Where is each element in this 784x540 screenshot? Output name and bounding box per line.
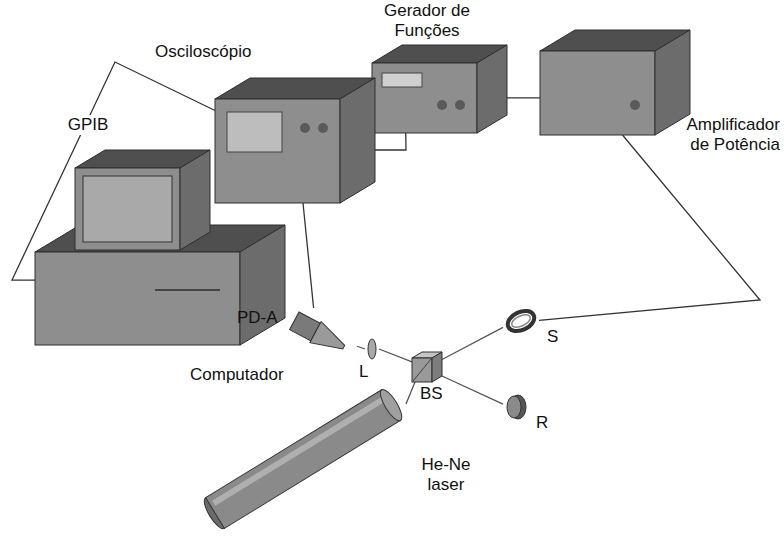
beam-splitter: BS	[412, 352, 442, 382]
box-front-face	[215, 99, 340, 203]
he-ne-laser-shape	[195, 385, 406, 535]
box-front-face	[412, 358, 432, 382]
oscilloscope-shape	[215, 78, 375, 203]
laser-highlight	[212, 397, 384, 506]
reference-mirror: R	[503, 393, 529, 421]
box-side-face	[477, 45, 507, 133]
display-window	[382, 73, 422, 87]
bus-label: GPIB	[65, 115, 112, 135]
lens-shape	[365, 338, 379, 360]
laser-beam	[379, 349, 412, 362]
box-front-face	[540, 51, 655, 135]
photodetector: PD-A	[295, 308, 357, 353]
box-side-face	[180, 150, 210, 250]
oscilloscope: Osciloscópio	[215, 78, 375, 203]
instrument-label: Osciloscópio	[155, 42, 251, 62]
box-side-face	[340, 78, 375, 203]
control-knob	[300, 123, 310, 133]
laser-beam	[442, 327, 503, 359]
beam-splitter-shape	[412, 352, 442, 382]
box-side-face	[655, 30, 690, 135]
function-generator: Gerador de Funções	[372, 45, 507, 133]
instrument-label: Computador	[190, 365, 284, 385]
power-amplifier: Amplificador de Potência	[540, 30, 690, 135]
component-label: BS	[420, 384, 443, 404]
mirror-face	[507, 396, 521, 418]
signal-cable	[375, 133, 406, 150]
detector-cable	[303, 203, 314, 308]
drive-cable	[539, 135, 760, 320]
signal-cable	[507, 97, 540, 98]
box-side-face	[432, 352, 442, 382]
control-knob	[455, 100, 465, 110]
scope-screen	[227, 112, 282, 152]
drive-slot	[155, 289, 220, 291]
laser-beam	[357, 346, 365, 349]
control-knob	[437, 100, 447, 110]
component-label: S	[547, 327, 558, 347]
instrument-label: Amplificador de Potência	[685, 115, 780, 154]
laser-tube	[206, 390, 401, 529]
box-front-face	[372, 63, 477, 133]
sample-ring	[505, 307, 538, 335]
lens-symbol	[368, 339, 376, 359]
power-amplifier-shape	[540, 30, 690, 135]
sample: S	[503, 305, 539, 337]
sample-shape	[503, 305, 539, 337]
laser-beam	[406, 382, 415, 404]
instrument-label: He-Ne laser	[415, 455, 477, 494]
box-front-face	[75, 168, 180, 250]
reference-mirror-shape	[503, 393, 529, 421]
component-label: L	[359, 362, 368, 382]
laser-front-cap	[377, 387, 406, 424]
box-front-face	[35, 252, 240, 345]
control-knob	[318, 123, 328, 133]
splitter-diagonal	[413, 359, 431, 381]
lens: L	[365, 338, 379, 360]
sample-ring-inner	[510, 312, 532, 330]
detector-cone	[310, 322, 350, 358]
photodetector-shape	[295, 308, 357, 353]
laser-beam	[442, 376, 503, 404]
component-label: PD-A	[237, 308, 278, 328]
monitor-screen	[83, 176, 172, 242]
control-knob	[630, 100, 640, 110]
instrument-label: Gerador de Funções	[367, 1, 487, 40]
function-generator-shape	[372, 45, 507, 133]
component-label: R	[536, 413, 548, 433]
he-ne-laser: He-Ne laser	[195, 385, 406, 535]
